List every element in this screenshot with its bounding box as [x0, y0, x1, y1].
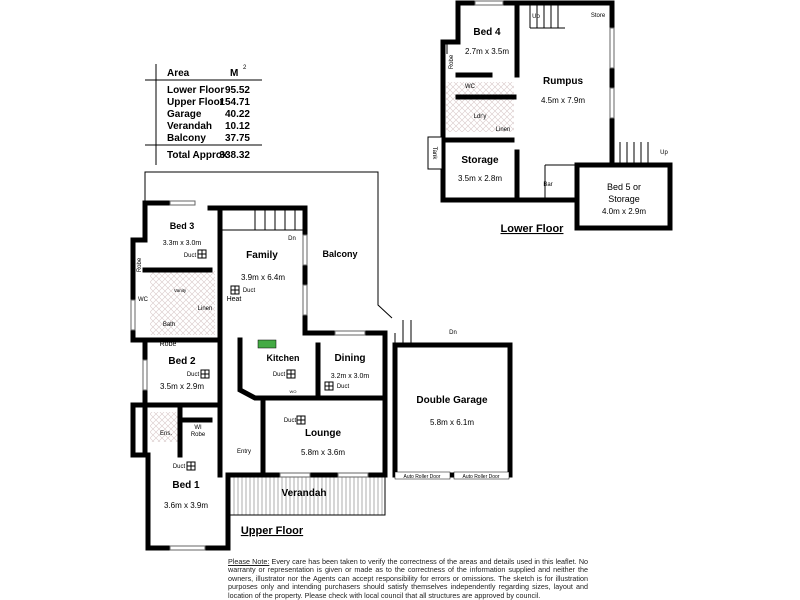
label-up: Up	[532, 14, 540, 20]
room-balcony: Balcony	[322, 249, 357, 259]
duct-icon	[197, 249, 207, 259]
auto-roller-door-label: Auto Roller Door	[404, 474, 441, 480]
svg-text:Balcony: Balcony	[167, 133, 206, 144]
area-unit: M	[230, 68, 238, 79]
svg-text:10.12: 10.12	[225, 121, 250, 132]
room-rumpus-dims: 4.5m x 7.9m	[541, 96, 585, 105]
label-robe: Robe	[160, 341, 177, 348]
disclaimer-note: Please Note: Every care has been taken t…	[228, 557, 589, 600]
lower-floor-plan: Bed 4 2.7m x 3.5m Rumpus 4.5m x 7.9m Sto…	[427, 0, 673, 235]
duct-icon	[324, 381, 334, 391]
room-bed-3: Bed 3	[170, 221, 195, 231]
label-wi: WI	[194, 425, 202, 431]
label-wc: WC	[138, 297, 149, 303]
label-heat: Heat	[227, 296, 242, 303]
room-bed-3-dims: 3.3m x 3.0m	[163, 240, 202, 247]
lower-floor-title: Lower Floor	[501, 223, 565, 235]
room-bed-4: Bed 4	[473, 27, 501, 38]
label-vanity: Vanity	[174, 288, 187, 293]
room-verandah: Verandah	[281, 488, 326, 499]
label-wi-robe: Robe	[191, 432, 206, 438]
note-text: Every care has been taken to verify the …	[228, 557, 589, 600]
room-bed-5-dims: 4.0m x 2.9m	[602, 207, 646, 216]
tank	[427, 136, 443, 170]
note-heading: Please Note:	[228, 557, 270, 566]
svg-text:Total Approx: Total Approx	[167, 150, 228, 161]
room-storage-dims: 3.5m x 2.8m	[458, 174, 502, 183]
label-dn: Dn	[288, 236, 296, 242]
svg-text:338.32: 338.32	[219, 150, 250, 161]
svg-text:Lower Floor: Lower Floor	[167, 85, 224, 96]
label-up: Up	[660, 150, 668, 156]
label-dn: Dn	[449, 330, 457, 336]
area-total: Total Approx 338.32	[167, 150, 250, 161]
room-double-garage-dims: 5.8m x 6.1m	[430, 418, 474, 427]
duct-icon	[230, 285, 240, 295]
room-bed-5-line2: Storage	[608, 194, 640, 204]
room-bed-5-line1: Bed 5 or	[607, 182, 641, 192]
svg-text:154.71: 154.71	[219, 97, 250, 108]
label-bath: Bath	[163, 322, 175, 328]
svg-text:Garage: Garage	[167, 109, 202, 120]
room-bed-1: Bed 1	[172, 480, 200, 491]
svg-text:Duct: Duct	[187, 372, 200, 378]
svg-text:Upper Floor: Upper Floor	[167, 97, 224, 108]
duct-icon	[186, 461, 196, 471]
label-store: Store	[591, 13, 606, 19]
label-bar: Bar	[543, 182, 552, 188]
duct-icon	[286, 369, 296, 379]
room-family: Family	[246, 250, 278, 261]
svg-text:95.52: 95.52	[225, 85, 250, 96]
svg-text:Duct: Duct	[173, 464, 186, 470]
svg-text:37.75: 37.75	[225, 133, 250, 144]
svg-text:Duct: Duct	[284, 418, 297, 424]
room-bed-1-dims: 3.6m x 3.9m	[164, 501, 208, 510]
room-dining-dims: 3.2m x 3.0m	[331, 373, 370, 380]
label-linen: Linen	[496, 127, 511, 133]
room-rumpus: Rumpus	[543, 76, 583, 87]
area-table: Area M 2 Lower Floor 95.52 Upper Floor 1…	[145, 64, 262, 165]
label-entry: Entry	[237, 449, 251, 455]
sink	[257, 339, 277, 349]
room-storage: Storage	[461, 155, 499, 166]
room-double-garage: Double Garage	[416, 395, 488, 406]
room-bed-4-dims: 2.7m x 3.5m	[465, 47, 509, 56]
area-unit-sup: 2	[243, 65, 247, 71]
svg-text:Verandah: Verandah	[167, 121, 212, 132]
area-row: Balcony 37.75	[167, 133, 250, 144]
svg-text:Duct: Duct	[337, 384, 350, 390]
area-row: Garage 40.22	[167, 109, 250, 120]
duct-icon	[200, 369, 210, 379]
room-dining: Dining	[334, 353, 365, 364]
room-family-dims: 3.9m x 6.4m	[241, 273, 285, 282]
svg-text:Duct: Duct	[273, 372, 286, 378]
svg-text:Duct: Duct	[243, 288, 256, 294]
upper-floor-title: Upper Floor	[241, 525, 304, 537]
svg-text:Duct: Duct	[184, 253, 197, 259]
label-robe: Robe	[137, 257, 143, 272]
area-header: Area	[167, 68, 190, 79]
auto-roller-door-label: Auto Roller Door	[463, 474, 500, 480]
laundry-floor	[446, 82, 514, 132]
label-robe: Robe	[449, 54, 455, 69]
label-linen: Linen	[198, 306, 213, 312]
area-row: Upper Floor 154.71	[167, 97, 250, 108]
upper-floor-plan: Bed 3 3.3m x 3.0m Family 3.9m x 6.4m Bal…	[130, 171, 513, 551]
label-wc: WC	[465, 84, 476, 90]
room-kitchen: Kitchen	[266, 353, 299, 363]
room-bed-2: Bed 2	[168, 356, 196, 367]
label-tank: Tank	[431, 147, 437, 161]
room-lounge-dims: 5.8m x 3.6m	[301, 448, 345, 457]
label-ensuite: Ens.	[160, 431, 172, 437]
room-bed-2-dims: 3.5m x 2.9m	[160, 382, 204, 391]
label-laundry: Ldr'y	[474, 114, 487, 120]
label-wo: WO	[290, 389, 297, 394]
duct-icon	[296, 415, 306, 425]
area-row: Verandah 10.12	[167, 121, 250, 132]
room-lounge: Lounge	[305, 428, 342, 439]
area-row: Lower Floor 95.52	[167, 85, 250, 96]
svg-text:40.22: 40.22	[225, 109, 250, 120]
